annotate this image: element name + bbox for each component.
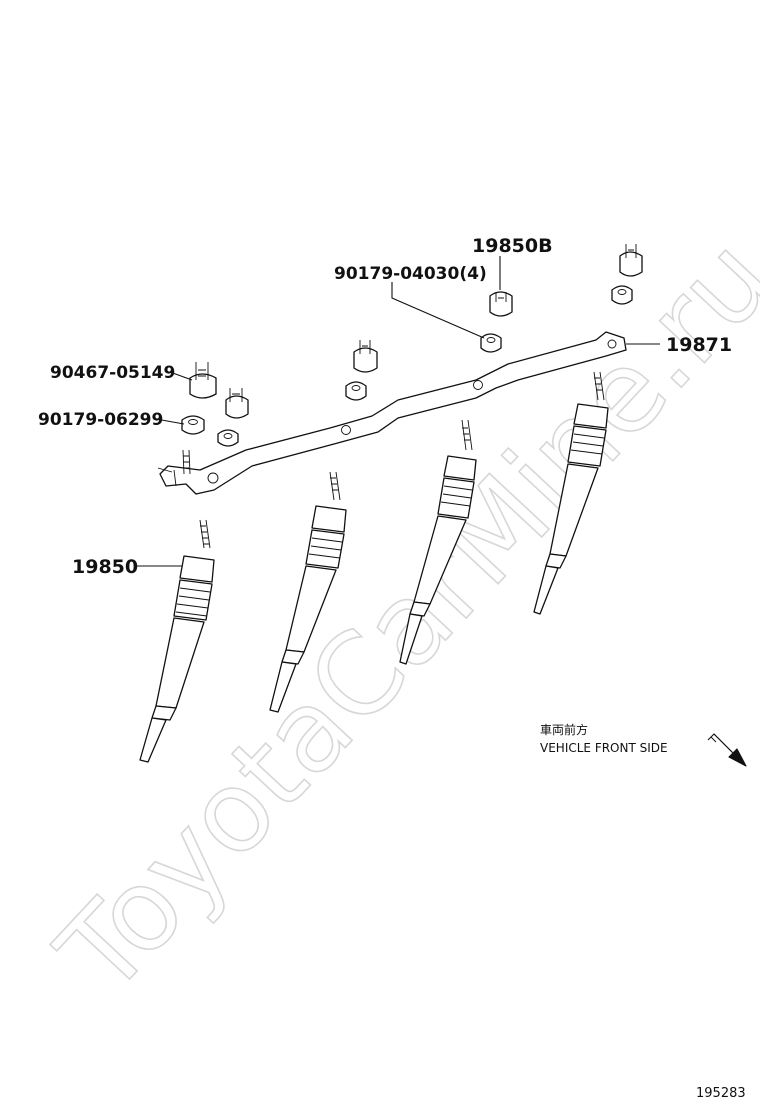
label-90179-04030: 90179-04030(4) [334,264,487,284]
leader-90179-06299 [155,418,185,425]
label-19871: 19871 [666,334,732,356]
label-90467-05149: 90467-05149 [50,363,175,383]
glow-plug-3 [399,419,477,665]
nut-90179-04030 [480,333,502,353]
cap-left-second [225,388,249,419]
cap-90467-05149 [189,362,217,399]
glow-plug-2 [269,471,347,713]
watermark-text: ToyotaCarMine.ru [34,214,760,1019]
terminal-cap-middle [353,340,378,373]
glow-plug-4 [533,371,609,615]
nut-middle [345,381,367,401]
direction-note-japanese: 車両前方 [540,722,588,737]
terminal-cap-right [619,244,643,277]
label-19850b: 19850B [472,235,553,257]
leader-90467-05149 [169,371,193,381]
nut-90179-06299 [181,415,205,435]
direction-note-english: VEHICLE FRONT SIDE [540,741,668,755]
label-90179-06299: 90179-06299 [38,410,163,430]
glow-plug-1 [139,519,215,763]
striped-direction-arrow-icon [707,733,747,767]
terminal-cap-19850b [489,291,513,317]
nut-left-second [217,429,239,447]
leader-90179-04030 [391,282,485,339]
illustration-number: 195283 [696,1086,746,1101]
label-19850: 19850 [72,556,138,578]
glow-plug-connector-bar [157,331,627,495]
nut-right [611,285,633,305]
